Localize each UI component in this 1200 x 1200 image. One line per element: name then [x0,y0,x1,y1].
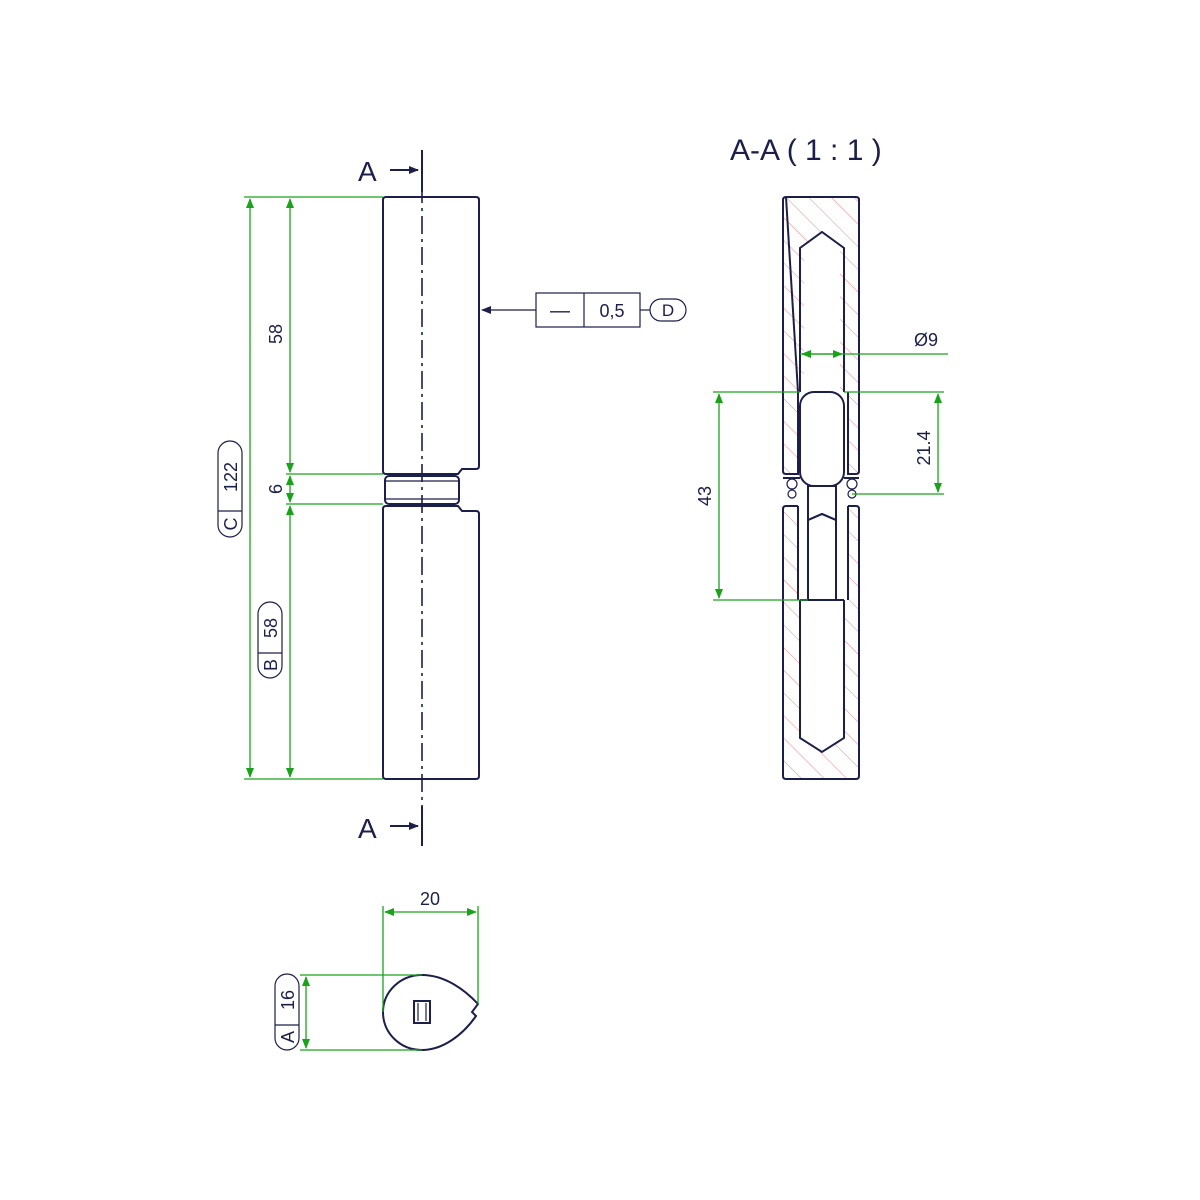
tolerance-symbol: — [550,300,570,322]
hinge-hole-icon [413,1000,431,1024]
svg-text:B: B [261,659,281,671]
hinge-profile [381,973,480,1052]
lower-leaf-outline [382,505,480,780]
dim-pin-diameter: Ø9 [914,330,938,350]
tolerance-value: 0,5 [599,301,624,321]
badge-lower-length: B 58 [257,601,283,679]
dim-insert-depth: 43 [695,486,715,506]
svg-text:A: A [278,1031,298,1043]
section-view: A-A ( 1 : 1 ) Ø9 43 [695,134,948,780]
section-title: A-A ( 1 : 1 ) [730,134,882,167]
tolerance-frame: — 0,5 D [535,292,687,328]
dim-width: 20 [420,889,440,909]
svg-text:C: C [221,518,241,531]
section-mark-bottom: A [358,813,377,844]
front-view: A A 58 6 C 122 B 58 [217,150,687,846]
section-mark-top: A [358,156,377,187]
dim-pin-offset: 21.4 [914,430,934,465]
upper-leaf-outline [382,196,480,475]
dim-gap: 6 [266,484,286,494]
dim-upper-length: 58 [266,324,286,344]
top-view: 20 A 16 [274,889,480,1052]
badge-total-length: C 122 [217,440,243,538]
badge-depth: A 16 [274,973,300,1051]
svg-text:16: 16 [278,990,298,1010]
tolerance-datum: D [662,301,674,320]
svg-text:58: 58 [261,618,281,638]
svg-text:122: 122 [221,462,241,492]
